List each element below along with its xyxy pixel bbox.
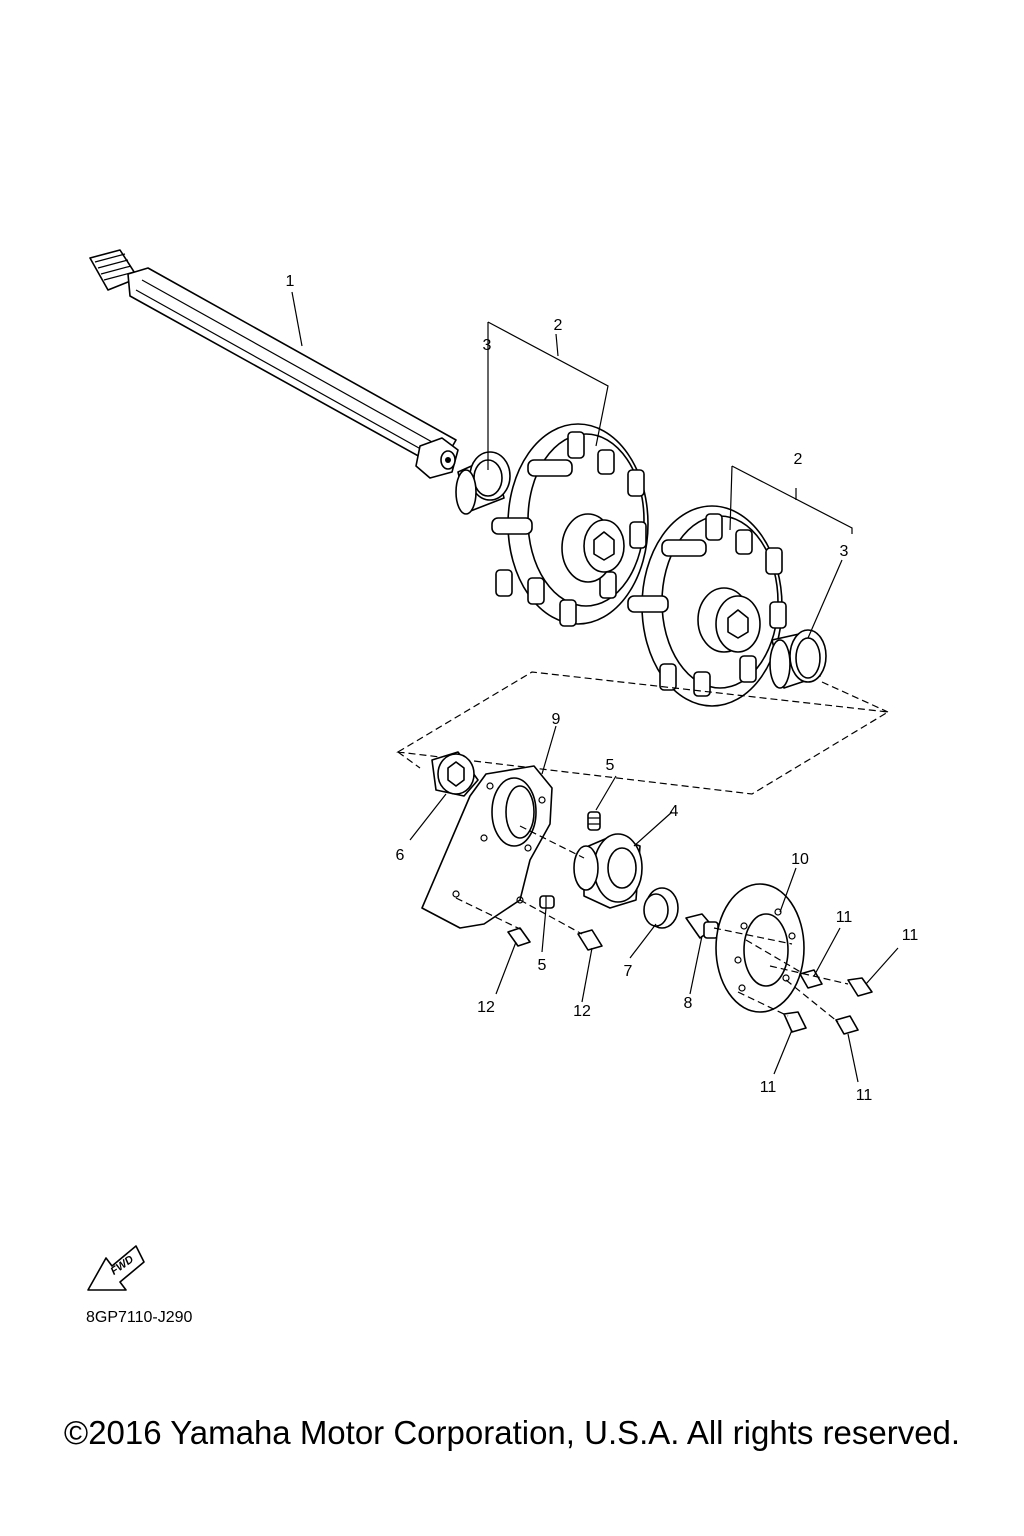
callout-11-lower-right: 11 <box>856 1087 873 1104</box>
leader-lines <box>291 291 899 1083</box>
callout-8: 8 <box>684 995 693 1012</box>
assembly-line-right <box>821 681 889 713</box>
bolt-11-c <box>783 1011 807 1033</box>
assembly-line-left <box>397 751 421 769</box>
spacer-ring-right <box>769 629 827 689</box>
set-screw-lower <box>539 895 555 909</box>
callout-7: 7 <box>624 963 633 980</box>
sprocket-left <box>491 423 649 627</box>
callout-11-upper-right: 11 <box>902 927 919 944</box>
copyright-notice: ©2016 Yamaha Motor Corporation, U.S.A. A… <box>63 1414 961 1451</box>
callout-1: 1 <box>286 273 295 290</box>
callout-2-left: 2 <box>554 317 563 334</box>
bolt-11-a <box>799 969 823 989</box>
callout-5-lower: 5 <box>538 957 547 974</box>
assembly-outline <box>396 671 890 795</box>
callout-3-left: 3 <box>483 337 492 354</box>
bearing <box>573 833 643 909</box>
spacer-ring-left <box>455 451 511 515</box>
bolt-8 <box>685 913 719 939</box>
bolt-12-b <box>577 929 603 951</box>
bolt-12-a <box>507 927 531 947</box>
callout-11-upper-left: 11 <box>836 909 853 926</box>
callout-5-upper: 5 <box>606 757 615 774</box>
callout-3-right: 3 <box>840 543 849 560</box>
bolt-11-b <box>847 977 873 997</box>
callout-9: 9 <box>552 711 561 728</box>
diagram-code: 8GP7110-J290 <box>86 1309 193 1326</box>
fwd-arrow-icon: FWD <box>87 1245 145 1291</box>
sprocket-right <box>627 505 787 707</box>
callout-11-lower-left: 11 <box>760 1079 777 1096</box>
bearing-collar <box>431 751 479 797</box>
callout-6: 6 <box>396 847 405 864</box>
callout-12-left: 12 <box>477 999 495 1016</box>
callout-10: 10 <box>791 851 809 868</box>
drive-shaft <box>89 249 459 479</box>
callout-4: 4 <box>670 803 679 820</box>
callout-12-right: 12 <box>573 1003 591 1020</box>
callout-2-right: 2 <box>794 451 803 468</box>
bolt-11-d <box>835 1015 859 1035</box>
collar <box>643 887 679 929</box>
set-screw-upper <box>587 811 601 831</box>
